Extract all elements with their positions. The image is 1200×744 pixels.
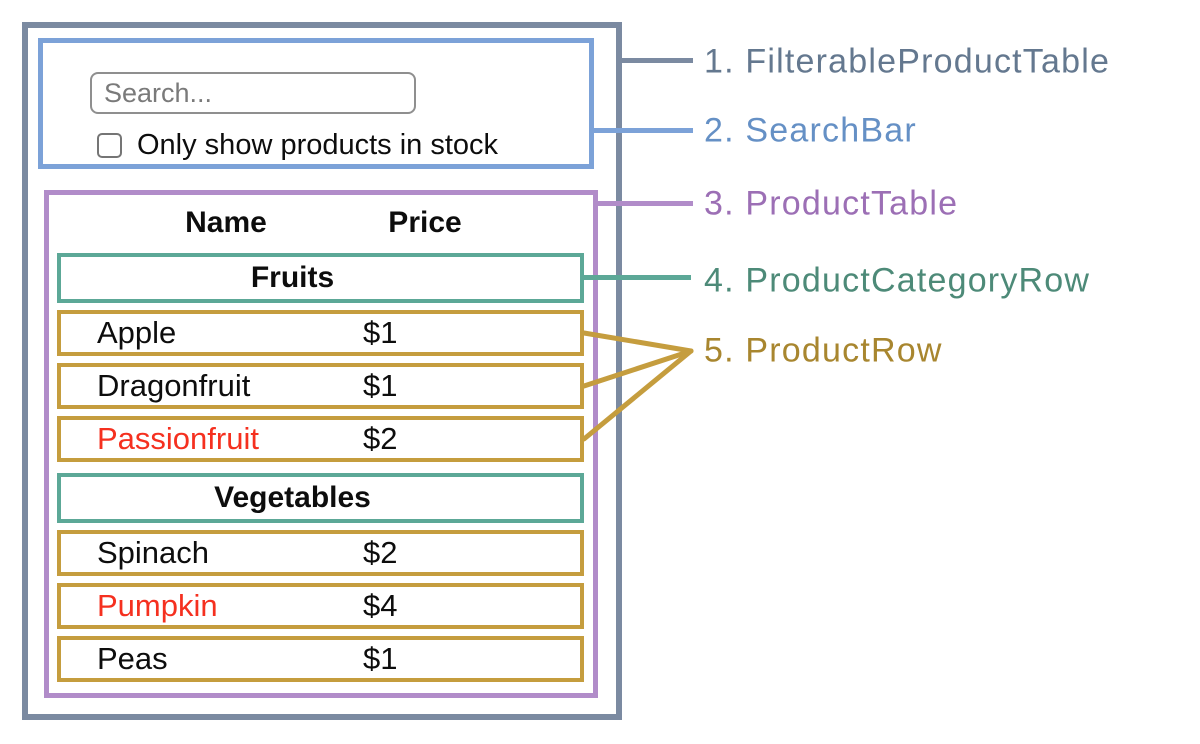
stock-filter-row: Only show products in stock [97, 129, 498, 162]
column-header-name: Name [185, 206, 267, 239]
search-input[interactable] [90, 72, 416, 114]
product-name: Peas [97, 641, 168, 676]
product-price: $1 [363, 368, 398, 403]
connector-line-product-table [598, 201, 693, 206]
product-price: $4 [363, 588, 398, 623]
column-header-price: Price [388, 206, 462, 239]
product-price: $1 [363, 315, 398, 350]
connector-line-search-bar [594, 128, 693, 133]
search-bar-box: Only show products in stock [38, 38, 594, 169]
product-category-row-vegetables: Vegetables [57, 473, 584, 523]
product-name-out-of-stock: Passionfruit [97, 421, 259, 456]
product-row-pumpkin: Pumpkin $4 [57, 583, 584, 629]
product-table-box: Name Price Fruits Apple $1 Dragonfruit $… [44, 190, 598, 698]
product-price: $1 [363, 641, 398, 676]
annotation-product-category-row: 4. ProductCategoryRow [704, 261, 1091, 300]
product-row-dragonfruit: Dragonfruit $1 [57, 363, 584, 409]
category-label: Fruits [250, 261, 335, 294]
product-row-passionfruit: Passionfruit $2 [57, 416, 584, 462]
stock-checkbox-label: Only show products in stock [137, 129, 499, 161]
product-category-row-fruits: Fruits [57, 253, 584, 303]
product-row-peas: Peas $1 [57, 636, 584, 682]
annotation-product-table: 3. ProductTable [704, 184, 959, 223]
product-price: $2 [363, 421, 398, 456]
product-row-apple: Apple $1 [57, 310, 584, 356]
annotation-filterable-product-table: 1. FilterableProductTable [704, 42, 1111, 81]
product-name: Apple [97, 315, 177, 350]
annotation-product-row: 5. ProductRow [704, 331, 943, 370]
product-price: $2 [363, 535, 398, 570]
connector-line-filterable-product-table [622, 58, 693, 63]
product-name-out-of-stock: Pumpkin [97, 588, 218, 623]
category-label: Vegetables [214, 481, 371, 514]
annotation-search-bar: 2. SearchBar [704, 111, 917, 150]
stock-checkbox[interactable] [97, 133, 122, 158]
connector-line-product-category-row [584, 275, 691, 280]
product-name: Dragonfruit [97, 368, 251, 403]
product-name: Spinach [97, 535, 210, 570]
product-row-spinach: Spinach $2 [57, 530, 584, 576]
